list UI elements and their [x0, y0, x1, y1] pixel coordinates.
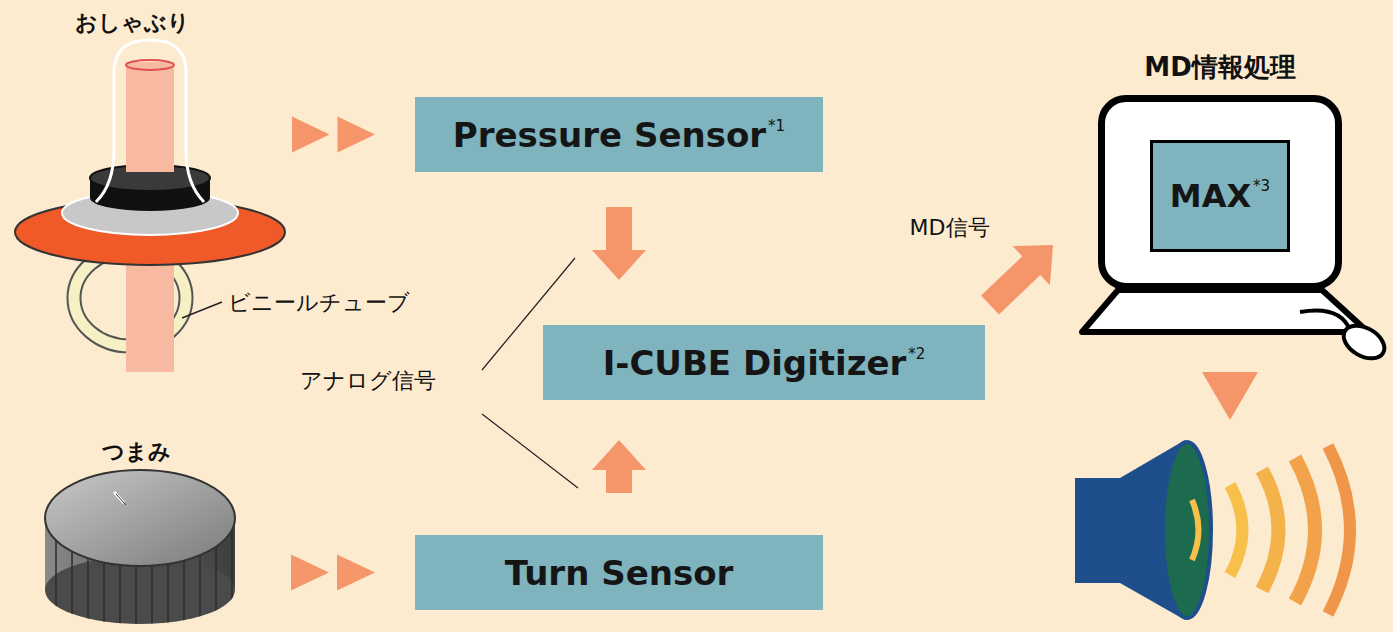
screen-box: MAX*3 [1150, 140, 1290, 252]
footnote-mark: *1 [768, 117, 785, 135]
text-group: I-CUBE Digitizer*2 [603, 343, 926, 383]
node-heading: つまみ [102, 437, 171, 467]
arrow-shape [337, 555, 375, 591]
computer-base [1082, 290, 1390, 365]
speaker-illustration [1075, 440, 1350, 620]
box-label: Turn Sensor [505, 553, 734, 593]
annotation-label: ビニールチューブ [228, 288, 410, 318]
box-label: I-CUBE Digitizer [603, 343, 907, 383]
signal-label: MD信号 [908, 213, 992, 243]
process-box: Turn Sensor [415, 535, 823, 610]
node-heading: おしゃぶり [75, 8, 190, 38]
text-group: MAX*3 [1170, 177, 1270, 215]
arrow-shape [981, 245, 1053, 314]
flow-arrow [292, 117, 375, 153]
footnote-mark: *2 [908, 345, 925, 363]
flow-arrow [291, 555, 375, 591]
process-box: I-CUBE Digitizer*2 [543, 325, 985, 400]
footnote-mark: *3 [1253, 177, 1270, 195]
flow-arrow [981, 245, 1053, 314]
arrow-shape [592, 207, 646, 280]
text-group: Turn Sensor [505, 553, 734, 593]
annotation-label: アナログ信号 [300, 366, 436, 396]
box-label: MAX [1170, 177, 1251, 215]
leader-line [482, 414, 578, 488]
knob-illustration [45, 470, 235, 624]
node-heading: MD情報処理 [1144, 50, 1295, 85]
box-label: Pressure Sensor [453, 115, 766, 155]
down-arrow [1202, 372, 1258, 420]
computer-monitor: MD情報処理MAX*3 [1098, 95, 1342, 290]
pacifier-illustration [15, 40, 285, 372]
arrow-shape [338, 117, 376, 153]
knob-node: つまみ [40, 435, 245, 627]
arrow-shape [292, 117, 330, 153]
process-box: Pressure Sensor*1 [415, 97, 823, 172]
flow-arrow [592, 207, 646, 280]
leader-line [182, 302, 222, 318]
flow-arrow [592, 440, 646, 493]
text-group: Pressure Sensor*1 [453, 115, 785, 155]
pacifier-node: おしゃぶり [15, 8, 290, 375]
arrow-shape [291, 555, 329, 591]
arrow-shape [592, 440, 646, 493]
